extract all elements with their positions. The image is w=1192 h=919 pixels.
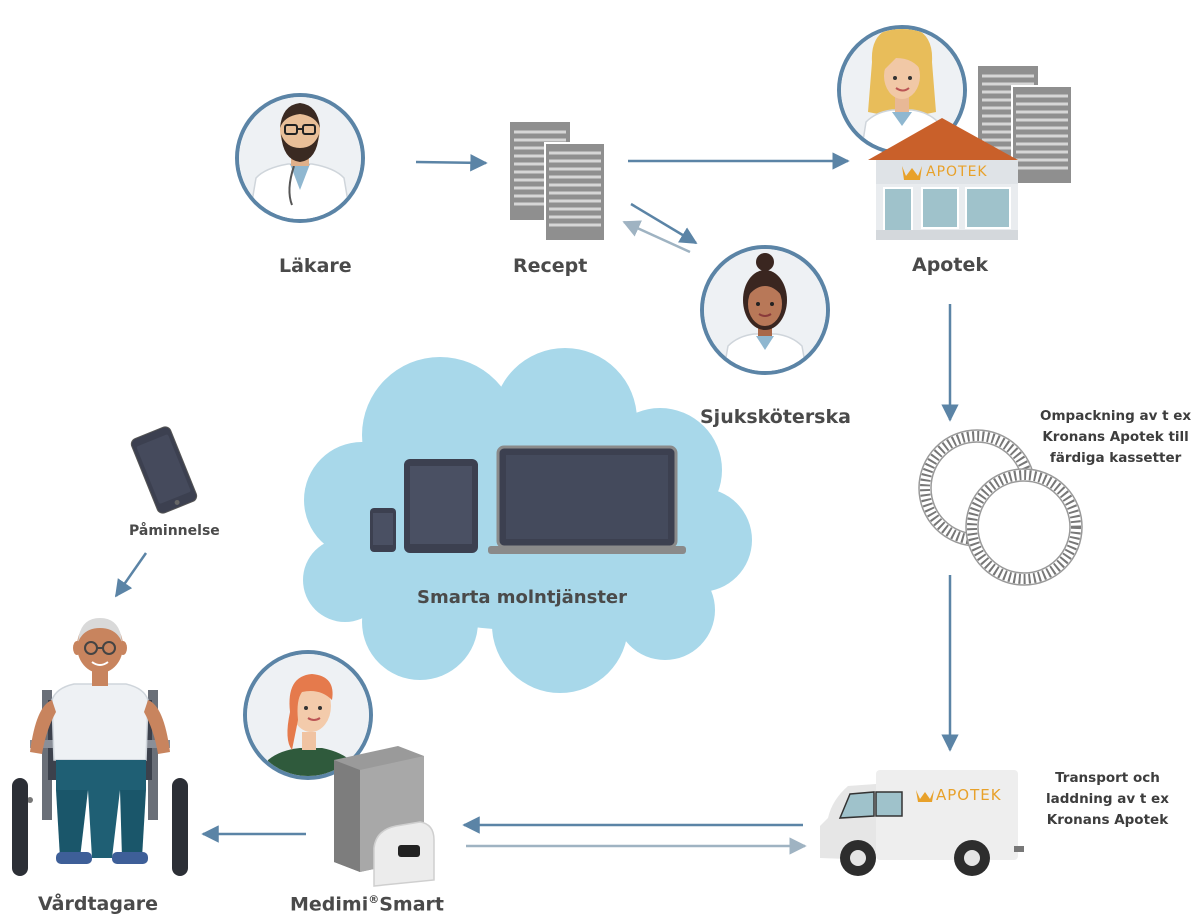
truck-sign-text: APOTEK <box>936 786 1002 804</box>
ompackning-line-3: färdiga kassetter <box>1049 450 1182 466</box>
label-ompackning: Ompackning av t ex Kronans Apotek till f… <box>1040 406 1191 469</box>
label-paminnelse: Påminnelse <box>129 523 220 539</box>
tablet-device-icon <box>404 459 478 553</box>
label-smarta-molntjanster: Smarta molntjänster <box>417 587 628 608</box>
label-transport: Transport och laddning av t ex Kronans A… <box>1046 768 1169 831</box>
label-vardtagare: Vårdtagare <box>38 893 159 915</box>
label-medimi-smart: Medimi®Smart <box>290 893 444 915</box>
smartphone-icon <box>130 426 198 514</box>
ompackning-line-2: Kronans Apotek till <box>1042 429 1189 445</box>
arrow-sjukskoterska-recept <box>622 220 691 254</box>
arrow-paminnelse-vardtagare <box>114 552 148 598</box>
arrow-lakare-recept <box>415 154 488 172</box>
doctor-icon <box>235 93 365 223</box>
label-apotek: Apotek <box>912 254 988 276</box>
recept-documents-icon <box>510 122 606 242</box>
transport-line-1: Transport och <box>1055 770 1160 786</box>
ompackning-line-1: Ompackning av t ex <box>1040 408 1192 424</box>
pharmacist-icon <box>837 25 967 155</box>
medimi-model: Smart <box>379 893 444 916</box>
medimi-registered-mark: ® <box>368 893 380 906</box>
nurse-icon <box>700 245 830 375</box>
small-phone-device-icon <box>370 508 396 552</box>
arrow-recept-sjukskoterska <box>630 202 698 245</box>
cloud-devices <box>370 445 686 554</box>
flow-arrows <box>114 152 959 855</box>
store-sign-text: APOTEK <box>926 164 988 180</box>
medication-cassettes-icon <box>918 429 1083 586</box>
transport-line-2: laddning av t ex <box>1046 791 1169 807</box>
medimi-brand: Medimi <box>290 893 369 916</box>
label-recept: Recept <box>513 255 588 277</box>
caregiver-icon <box>243 650 373 780</box>
pharmacy-store-icon <box>868 118 1018 241</box>
patient-wheelchair-icon <box>12 618 188 876</box>
store-crown-icon <box>902 166 922 180</box>
label-sjukskoterska: Sjuksköterska <box>700 406 851 428</box>
delivery-truck-icon <box>820 770 1024 876</box>
truck-crown-icon <box>916 790 934 802</box>
label-lakare: Läkare <box>279 255 352 277</box>
laptop-device-icon <box>488 445 686 554</box>
medimi-smart-device-icon <box>334 746 435 887</box>
transport-line-3: Kronans Apotek <box>1046 812 1169 828</box>
